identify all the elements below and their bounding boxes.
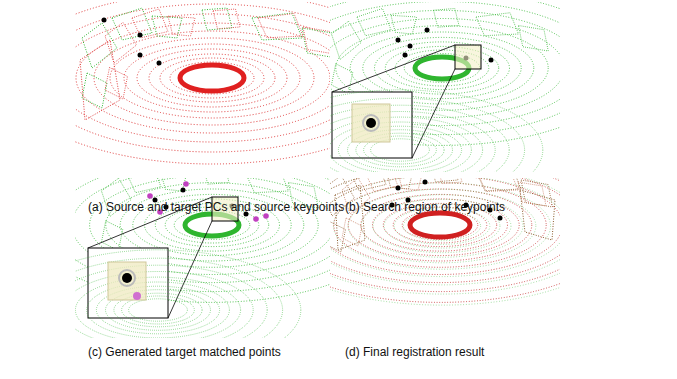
point-cloud-mark: [88, 248, 168, 318]
point-cloud-mark: [489, 58, 494, 63]
point-cloud-mark: [363, 115, 379, 131]
point-cloud-mark: [75, 2, 330, 164]
point-cloud-mark: [108, 262, 146, 300]
point-cloud-mark: [330, 2, 560, 145]
point-cloud-mark: [498, 216, 503, 221]
point-cloud-mark: [396, 186, 401, 191]
point-cloud-mark: [138, 53, 143, 58]
point-cloud-mark: [138, 33, 143, 38]
point-cloud-mark: [332, 8, 549, 93]
point-cloud-mark: [330, 178, 560, 302]
point-cloud-mark: [102, 18, 107, 23]
point-cloud-mark: [330, 178, 560, 305]
point-cloud-mark: [332, 45, 455, 92]
panel-caption: (b) Search region of keypoints: [345, 200, 505, 214]
point-cloud-mark: [75, 178, 330, 302]
point-cloud-mark: [180, 65, 244, 91]
point-cloud-mark: [335, 185, 365, 250]
point-cloud-mark: [119, 270, 135, 286]
point-cloud-mark: [75, 250, 301, 338]
point-cloud-mark: [330, 2, 560, 172]
point-cloud-mark: [75, 2, 330, 164]
point-cloud-mark: [352, 104, 390, 142]
point-cloud-mark: [183, 181, 189, 187]
point-cloud-mark: [455, 45, 481, 69]
point-cloud-mark: [412, 69, 455, 158]
point-cloud-mark: [403, 53, 408, 58]
point-cloud-mark: [410, 213, 470, 237]
point-cloud-mark: [332, 92, 412, 158]
point-cloud-mark: [75, 178, 330, 338]
point-cloud-mark: [157, 61, 162, 66]
point-cloud-mark: [408, 44, 413, 49]
point-cloud-mark: [342, 178, 546, 246]
point-cloud-mark: [330, 178, 553, 252]
point-cloud-mark: [82, 8, 330, 108]
point-cloud-mark: [105, 9, 330, 99]
point-cloud-mark: [102, 178, 319, 251]
point-cloud-mark: [263, 213, 269, 219]
point-cloud-mark: [366, 118, 376, 128]
panel-caption: (d) Final registration result: [345, 345, 484, 359]
point-cloud-mark: [425, 28, 430, 33]
point-cloud-mark: [330, 90, 543, 172]
point-cloud-mark: [253, 216, 259, 222]
panel-caption: (a) Source and target PCs and source key…: [88, 200, 344, 214]
point-cloud-mark: [423, 180, 428, 185]
point-cloud-mark: [396, 38, 401, 43]
point-cloud-mark: [330, 178, 560, 305]
point-cloud-mark: [133, 292, 141, 300]
panel-caption: (c) Generated target matched points: [88, 345, 281, 359]
point-cloud-mark: [122, 273, 132, 283]
point-cloud-mark: [80, 40, 120, 120]
point-cloud-mark: [181, 188, 186, 193]
point-cloud-mark: [147, 193, 153, 199]
point-cloud-mark: [520, 190, 555, 240]
